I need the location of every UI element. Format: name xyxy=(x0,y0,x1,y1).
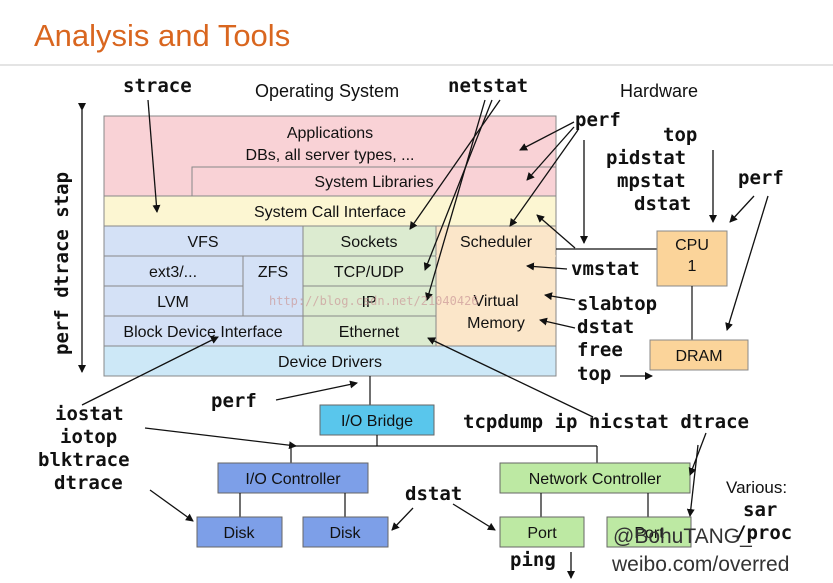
cpu-number: 1 xyxy=(688,258,697,275)
port-2-box xyxy=(606,516,692,548)
various-label: Various: xyxy=(726,478,787,497)
lvm-label: LVM xyxy=(157,294,189,311)
tool-blktrace: blktrace xyxy=(38,449,130,471)
disk-links xyxy=(239,493,346,517)
io-controller-box xyxy=(217,462,369,494)
tool-network-set: tcpdump ip nicstat dtrace xyxy=(463,411,749,433)
system-call-interface-label: System Call Interface xyxy=(254,204,406,221)
virtual-memory-label-2: Memory xyxy=(467,315,525,332)
port-1-box xyxy=(499,516,585,548)
tool-dstat-cpu: dstat xyxy=(634,193,691,215)
dram-label: DRAM xyxy=(675,348,722,365)
zfs-label: ZFS xyxy=(258,264,288,281)
scheduler-label: Scheduler xyxy=(460,234,533,251)
scheduler-vm-box xyxy=(435,225,557,347)
disk-2-label: Disk xyxy=(329,525,361,542)
tool-free: free xyxy=(577,339,623,361)
tool-perf-apps: perf xyxy=(575,109,621,131)
page-title: Analysis and Tools xyxy=(34,18,290,53)
tool-arrows xyxy=(81,99,769,579)
device-drivers-label: Device Drivers xyxy=(278,354,382,371)
tool-iostat: iostat xyxy=(55,403,124,425)
io-bridge-label: I/O Bridge xyxy=(341,413,413,430)
tool-slabtop: slabtop xyxy=(577,293,657,315)
tool-mpstat: mpstat xyxy=(617,170,686,192)
tool-iotop: iotop xyxy=(60,426,117,448)
tool-pidstat: pidstat xyxy=(606,147,686,169)
virtual-memory-label-1: Virtual xyxy=(473,293,518,310)
os-heading: Operating System xyxy=(255,81,399,101)
cpu-label: CPU xyxy=(675,237,709,254)
tool-perf-hardware: perf xyxy=(738,167,784,189)
port-links xyxy=(540,493,649,517)
weibo-handle-watermark: @BohuTANG_ xyxy=(613,525,752,548)
tcp-udp-label: TCP/UDP xyxy=(334,264,404,281)
disk-2-box xyxy=(302,516,389,548)
tool-vmstat: vmstat xyxy=(571,258,640,280)
applications-sublabel: DBs, all server types, ... xyxy=(246,147,415,164)
port-2-label: Port xyxy=(634,525,664,542)
cpu-box xyxy=(656,230,728,287)
tool-perf-bridge: perf xyxy=(211,390,257,412)
disk-1-box xyxy=(196,516,283,548)
tool-top: top xyxy=(663,124,697,146)
port-1-label: Port xyxy=(527,525,557,542)
block-device-interface-box xyxy=(103,315,304,347)
ext3-box xyxy=(103,255,244,287)
tool-strace: strace xyxy=(123,75,192,97)
bridge-bus xyxy=(290,435,598,463)
device-drivers-box xyxy=(103,345,557,377)
vfs-box xyxy=(103,225,304,257)
tool-proc: /proc xyxy=(735,522,792,544)
ethernet-label: Ethernet xyxy=(339,324,400,341)
tool-perf-dtrace-stap: perf dtrace stap xyxy=(51,172,73,355)
block-device-interface-label: Block Device Interface xyxy=(123,324,282,341)
sockets-label: Sockets xyxy=(341,234,398,251)
tool-netstat: netstat xyxy=(448,75,528,97)
dram-box xyxy=(649,339,749,371)
hardware-heading: Hardware xyxy=(620,81,698,101)
tool-top-mem: top xyxy=(577,363,611,385)
weibo-site-watermark: weibo.com/overred xyxy=(611,553,789,576)
tool-sar: sar xyxy=(743,499,777,521)
tool-ping: ping xyxy=(510,549,556,571)
system-libraries-box xyxy=(191,166,556,196)
network-controller-box xyxy=(499,462,691,494)
ip-label: IP xyxy=(361,294,376,311)
system-call-interface xyxy=(103,195,557,227)
vfs-label: VFS xyxy=(187,234,218,251)
disk-1-label: Disk xyxy=(223,525,255,542)
ext3-label: ext3/... xyxy=(149,264,197,281)
zfs-box xyxy=(242,255,304,317)
tool-dtrace-io: dtrace xyxy=(54,472,123,494)
tool-dstat-mem: dstat xyxy=(577,316,634,338)
io-controller-label: I/O Controller xyxy=(245,471,341,488)
tool-dstat-io: dstat xyxy=(405,483,462,505)
applications-label: Applications xyxy=(287,125,373,142)
system-libraries-label: System Libraries xyxy=(314,174,433,191)
url-watermark: http://blog.csdn.net/21040426 xyxy=(269,294,479,308)
network-controller-label: Network Controller xyxy=(529,471,662,488)
